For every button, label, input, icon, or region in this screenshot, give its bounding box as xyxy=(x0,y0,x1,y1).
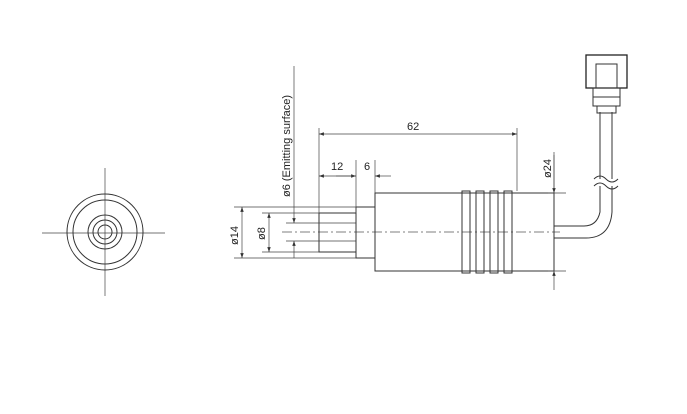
main-body xyxy=(374,192,555,272)
dim-label-dia8: ø8 xyxy=(256,227,268,240)
fin-4 xyxy=(503,190,513,274)
side-view xyxy=(282,54,628,274)
collar xyxy=(355,206,376,259)
connector-housing xyxy=(585,54,628,89)
nose-tube xyxy=(318,212,357,253)
fin-3 xyxy=(489,190,499,274)
dim-label-12: 12 xyxy=(331,161,343,173)
front-lens-mid-circle xyxy=(92,219,118,245)
front-outer-circle xyxy=(66,193,144,271)
dim-label-62: 62 xyxy=(407,121,419,133)
dim-label-dia14: ø14 xyxy=(229,226,241,245)
dim-label-dia24: ø24 xyxy=(542,159,554,178)
cable-lower-edge xyxy=(554,186,613,239)
dim-label-dia6: ø6 (Emitting surface) xyxy=(281,95,293,197)
connector-boot xyxy=(596,105,617,114)
cable-break-lower xyxy=(593,182,619,190)
dimensions: 62 12 6 ø24 ø14 ø8 ø6 (Emitting surface) xyxy=(229,66,566,290)
cable-upper-edge xyxy=(554,186,601,227)
front-ring-circle xyxy=(72,199,138,265)
connector-inner xyxy=(595,63,618,89)
cable xyxy=(554,112,619,239)
fin-2 xyxy=(475,190,485,274)
front-view xyxy=(42,168,165,296)
fin-1 xyxy=(461,190,471,274)
cable-break-upper xyxy=(593,175,619,183)
front-emitter-circle xyxy=(97,224,113,240)
dim-label-6: 6 xyxy=(364,161,370,173)
heat-sink-fins xyxy=(461,190,554,274)
front-lens-outer-circle xyxy=(87,214,123,250)
connector xyxy=(585,54,628,114)
